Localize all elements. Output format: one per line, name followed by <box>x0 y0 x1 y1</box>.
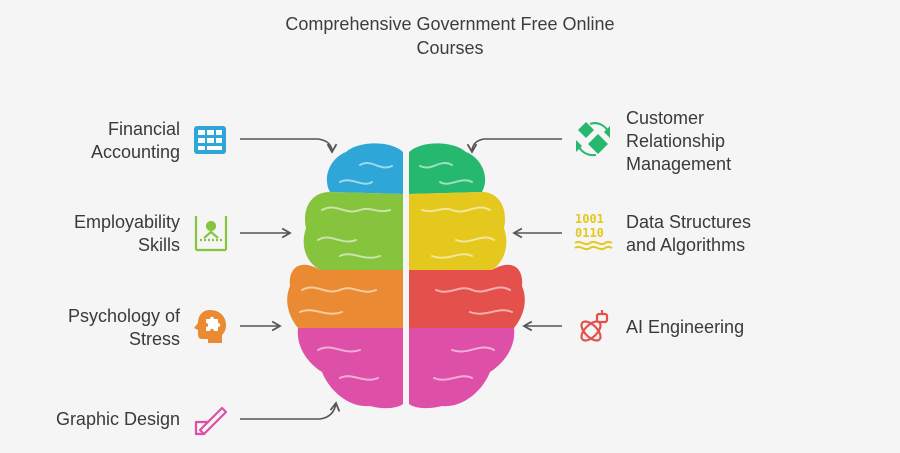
brain-lobe-red <box>409 264 525 328</box>
brain-folds <box>299 162 513 381</box>
brain-left-hemisphere <box>287 143 403 409</box>
label-financial-accounting: Financial Accounting <box>90 119 180 162</box>
arrow-financial <box>240 138 338 154</box>
label-data-structures: Data Structures and Algorithms <box>626 212 752 255</box>
binary-code-icon: 1001 0110 <box>574 212 613 251</box>
brain-lobe-lime <box>303 192 403 270</box>
label-graphic-design: Graphic Design <box>55 409 180 429</box>
diagram-title: Comprehensive Government Free Online Cou… <box>200 12 700 60</box>
binary-top-text: 1001 <box>575 212 604 226</box>
brain-lobe-orange <box>287 264 403 328</box>
brain-lobe-blue <box>326 143 403 194</box>
worker-icon <box>194 216 228 252</box>
brain-lobe-pink <box>297 328 403 409</box>
brain-lobe-pink-right <box>409 328 515 409</box>
arrow-graphic <box>240 401 341 420</box>
arrow-crm <box>466 138 562 154</box>
calculator-grid-icon <box>194 126 226 154</box>
handshake-icon <box>576 122 610 157</box>
head-puzzle-icon <box>194 310 226 343</box>
pen-tool-icon <box>194 406 228 436</box>
label-employability-skills: Employability Skills <box>73 212 180 255</box>
label-psychology-of-stress: Psychology of Stress <box>67 306 180 349</box>
title-line-1: Comprehensive Government Free Online <box>285 14 615 34</box>
label-crm: Customer Relationship Management <box>626 108 732 174</box>
binary-bottom-text: 0110 <box>575 226 604 240</box>
title-line-2: Courses <box>416 38 484 58</box>
brain-lobe-green <box>409 143 486 194</box>
brain-lobe-yellow <box>409 192 507 270</box>
robot-atom-icon <box>580 310 609 342</box>
connector-arrows <box>240 138 562 420</box>
label-ai-engineering: AI Engineering <box>626 317 745 337</box>
brain-right-hemisphere <box>409 143 525 409</box>
